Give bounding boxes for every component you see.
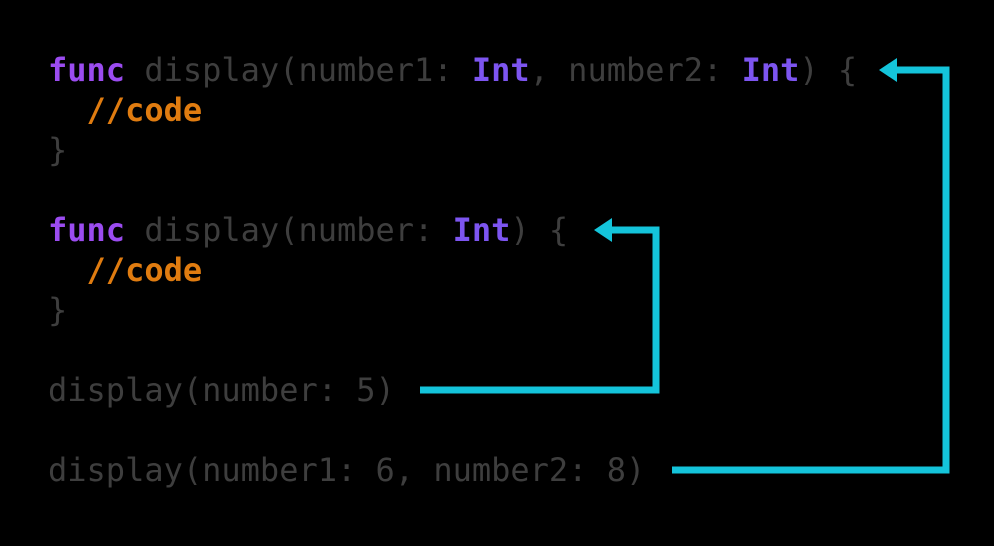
- code-line: //code: [48, 250, 857, 290]
- code-token-plain: [48, 91, 87, 129]
- code-token-plain: ) {: [799, 51, 858, 89]
- code-token-plain: ) {: [510, 211, 569, 249]
- code-token-plain: [48, 251, 87, 289]
- code-token-plain: display(number:: [125, 211, 453, 249]
- code-token-plain: display(number1: 6, number2: 8): [48, 451, 646, 489]
- code-line: func display(number1: Int, number2: Int)…: [48, 50, 857, 90]
- arrowhead-two-param-icon: [879, 58, 897, 82]
- code-line: //code: [48, 90, 857, 130]
- code-line: }: [48, 130, 857, 170]
- code-token-comment: //code: [86, 91, 203, 129]
- code-line: [48, 330, 857, 370]
- code-token-type: Int: [452, 211, 511, 249]
- code-line: }: [48, 290, 857, 330]
- code-line: [48, 170, 857, 210]
- code-line: func display(number: Int) {: [48, 210, 857, 250]
- code-token-type: Int: [471, 51, 530, 89]
- code-token-plain: , number2:: [529, 51, 742, 89]
- code-line: [48, 410, 857, 450]
- code-line: display(number1: 6, number2: 8): [48, 450, 857, 490]
- code-token-keyword: func: [48, 211, 126, 249]
- code-line: display(number: 5): [48, 370, 857, 410]
- code-token-comment: //code: [86, 251, 203, 289]
- code-token-plain: display(number: 5): [48, 371, 395, 409]
- code-token-type: Int: [741, 51, 800, 89]
- code-block: func display(number1: Int, number2: Int)…: [48, 50, 857, 490]
- code-token-plain: }: [48, 291, 68, 329]
- code-token-keyword: func: [48, 51, 126, 89]
- code-token-plain: display(number1:: [125, 51, 472, 89]
- code-token-plain: }: [48, 131, 68, 169]
